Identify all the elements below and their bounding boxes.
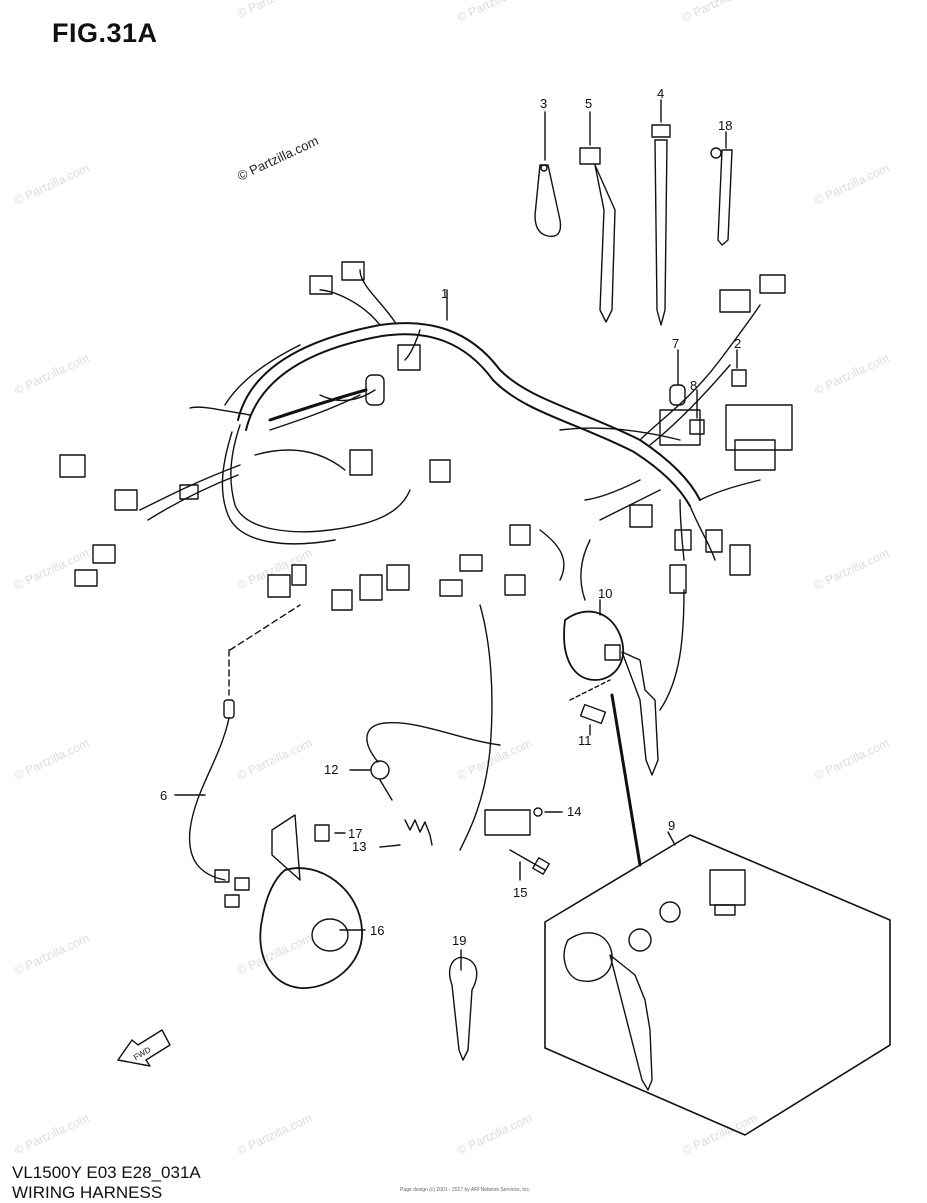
callout-18: 18 <box>718 118 732 133</box>
part-6-sub-harness <box>174 604 301 908</box>
callout-10: 10 <box>598 586 612 601</box>
part-14-switch <box>484 807 563 836</box>
footnote: Page design (c) 2001 - 2017 by ARI Netwo… <box>400 1187 531 1193</box>
part-19-key <box>448 949 478 1061</box>
callout-7: 7 <box>672 336 679 351</box>
part-3-strap <box>534 111 562 238</box>
callout-9: 9 <box>668 818 675 833</box>
callout-2: 2 <box>734 336 741 351</box>
part-12-switch <box>349 722 501 801</box>
callout-6: 6 <box>160 788 167 803</box>
callout-15: 15 <box>513 885 527 900</box>
callout-5: 5 <box>585 96 592 111</box>
callout-11: 11 <box>578 733 592 748</box>
part-18-clamp <box>710 131 733 246</box>
part-16-horn <box>259 814 366 989</box>
callout-13: 13 <box>352 839 366 854</box>
wiring-harness-main <box>139 269 761 561</box>
part-4-cable-tie <box>651 99 671 326</box>
part-2-fuse <box>731 349 747 387</box>
part-8-bolt <box>689 389 705 435</box>
figure-subtitle: WIRING HARNESS <box>12 1183 163 1202</box>
part-9-lock-set-box <box>544 831 891 1136</box>
callout-1: 1 <box>441 286 448 301</box>
part-17-bolt <box>314 824 346 842</box>
part-10-ignition-switch <box>563 599 659 867</box>
callout-3: 3 <box>540 96 547 111</box>
callout-14: 14 <box>567 804 581 819</box>
fwd-arrow-icon <box>117 1029 171 1067</box>
harness-connectors <box>59 261 793 851</box>
callout-19: 19 <box>452 933 466 948</box>
callout-8: 8 <box>690 378 697 393</box>
figure-title: FIG.31A <box>52 18 158 48</box>
callout-labels: 1 2 3 4 5 6 7 8 9 10 11 12 13 14 15 16 1… <box>132 86 741 1062</box>
callout-4: 4 <box>657 86 664 101</box>
callout-17: 17 <box>348 826 362 841</box>
part-11-screw <box>569 679 611 736</box>
callout-12: 12 <box>324 762 338 777</box>
part-5-clamp <box>579 111 616 323</box>
figure-code: VL1500Y E03 E28_031A <box>12 1163 201 1182</box>
callout-16: 16 <box>370 923 384 938</box>
part-13-spring <box>379 819 433 848</box>
part-15-bolt <box>509 849 550 881</box>
